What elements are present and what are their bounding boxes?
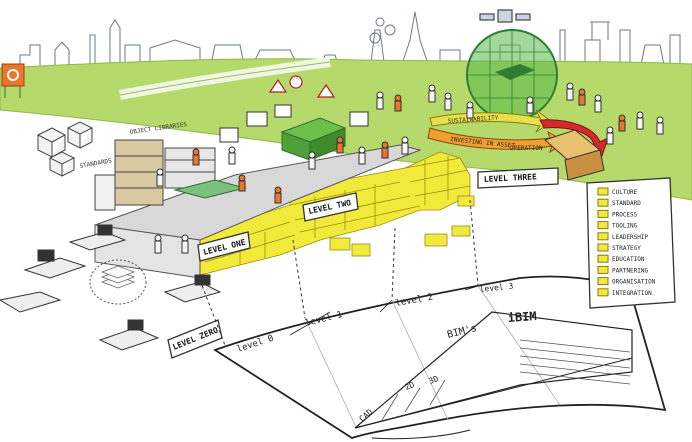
legend-item-label: EDUCATION	[612, 256, 645, 263]
whiteboard-icons	[219, 104, 369, 143]
legend-item-label: INTEGRATION	[612, 290, 652, 297]
object-library-shelves	[94, 139, 216, 211]
legend-panel: CULTURE STANDARD PROCESS TOOLING LEADERSHIP S…	[586, 177, 676, 309]
legend-item-label: STRATEGY	[612, 245, 641, 252]
legend-item-label: PROCESS	[612, 211, 638, 218]
legend-item-label: STANDARD	[612, 200, 641, 207]
legend-swatch	[597, 277, 609, 286]
grass-path-outline	[119, 61, 331, 96]
sheet-col-level-3: level 3	[479, 281, 514, 293]
legend-swatch	[597, 187, 609, 196]
sheet-2d-label: 2D	[404, 380, 416, 392]
legend-swatch	[597, 209, 609, 218]
level-connector-lines	[199, 199, 479, 349]
legend-swatch	[597, 221, 609, 230]
legend-swatch	[597, 243, 609, 252]
legend-item-label: TOOLING	[612, 223, 638, 230]
cube-icons	[36, 121, 94, 177]
sheet-ibim-label: iBIM	[507, 309, 537, 325]
warning-sign-icons	[268, 75, 336, 98]
legend-item-label: LEADERSHIP	[612, 234, 649, 241]
briefcase-icon	[544, 129, 605, 181]
document-stack-bubble	[89, 259, 147, 305]
legend-swatch	[597, 265, 609, 274]
arrow-label-top: SUSTAINABILITY	[448, 114, 499, 125]
legend-item-label: PARTNERING	[612, 267, 649, 274]
green-building-model	[280, 117, 347, 161]
legend-swatch	[597, 232, 609, 241]
arrow-label-right: OPERATION	[510, 145, 543, 152]
satellite-icon	[479, 9, 531, 23]
level-zero-desks	[0, 224, 222, 351]
legend-swatch	[597, 198, 609, 207]
level-zero-plate: LEVEL ZERO	[167, 319, 223, 359]
legend-swatch	[597, 288, 609, 297]
people-crowd	[154, 82, 664, 254]
document-stack-icon	[100, 265, 136, 289]
level-one-plate: LEVEL ONE	[197, 231, 251, 262]
level-two-plate: LEVEL TWO	[302, 192, 359, 222]
company-logo-sign	[1, 63, 25, 98]
legend-item-label: CULTURE	[612, 189, 638, 196]
sheet-3d-label: 3D	[428, 374, 440, 386]
legend-swatch	[597, 254, 609, 263]
level-three-plate: LEVEL THREE	[477, 167, 559, 189]
data-globe-icon	[466, 29, 558, 121]
level-three-label: LEVEL THREE	[484, 172, 538, 184]
standards-label: STANDARDS	[79, 157, 113, 170]
legend-item-label: ORGANISATION	[612, 279, 656, 286]
